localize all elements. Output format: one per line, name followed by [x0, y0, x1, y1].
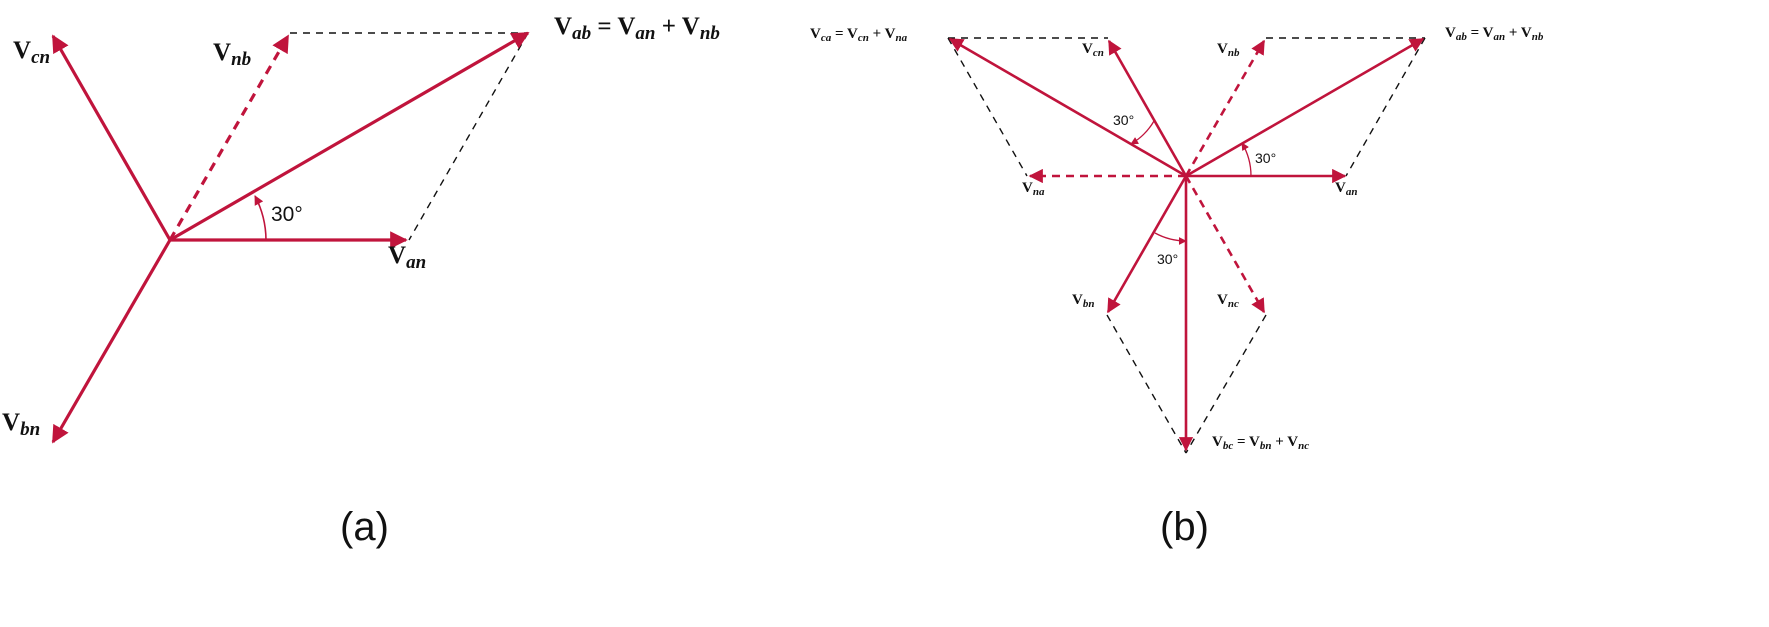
vector-vnb-b — [1184, 39, 1266, 177]
guide-bottom-left-b — [1106, 314, 1187, 454]
label-vbc-b: Vbc = Vbn + Vnc — [1212, 434, 1309, 452]
label-vab-a: Vab = Van + Vnb — [554, 13, 720, 44]
angle-label-a: 30° — [271, 203, 303, 226]
vector-vcn-b — [1107, 39, 1188, 177]
label-vcn-b: Vcn — [1082, 41, 1104, 59]
panel-a: 30° Vcn Vnb Van Vbn Vab = Van + Vnb (a) — [2, 13, 720, 549]
label-vnc-b: Vnc — [1217, 292, 1239, 310]
label-van-b: Van — [1335, 180, 1357, 198]
angle-label-bc-b: 30° — [1157, 251, 1178, 267]
label-vca-b: Vca = Vcn + Vna — [810, 26, 908, 44]
vector-vbn-a — [51, 239, 172, 444]
vector-vcn-a — [51, 34, 172, 241]
vector-vnc-b — [1184, 175, 1266, 314]
vector-vab-b — [1185, 37, 1425, 178]
angle-label-ca-b: 30° — [1113, 112, 1134, 128]
vector-vca-b — [948, 37, 1187, 178]
guide-right-b — [1345, 37, 1426, 177]
panel-b: 30° 30° 30° Vca = Vcn + Vna Vcn Vnb Vab … — [810, 25, 1544, 549]
label-vcn-a: Vcn — [13, 37, 50, 68]
label-van-a: Van — [388, 242, 426, 273]
label-vna-b: Vna — [1022, 180, 1045, 198]
angle-arc-a — [254, 195, 267, 241]
guide-right-a — [408, 32, 529, 241]
label-vab-b: Vab = Van + Vnb — [1445, 25, 1544, 43]
angle-arc-bc-b — [1154, 232, 1187, 245]
label-vbn-b: Vbn — [1072, 292, 1094, 310]
label-vnb-b: Vnb — [1217, 41, 1240, 59]
caption-b: (b) — [1160, 505, 1209, 549]
vector-vbn-b — [1106, 175, 1188, 314]
caption-a: (a) — [340, 505, 389, 549]
vector-vab-a — [169, 31, 530, 242]
guide-left-b — [947, 37, 1028, 177]
angle-arc-ca-b — [1130, 120, 1155, 145]
vector-vnb-a — [168, 34, 290, 241]
label-vbn-a: Vbn — [2, 409, 40, 440]
label-vnb-a: Vnb — [213, 39, 251, 70]
angle-label-ab-b: 30° — [1255, 150, 1276, 166]
guide-bottom-right-b — [1185, 314, 1267, 454]
angle-arc-ab-b — [1241, 142, 1252, 177]
